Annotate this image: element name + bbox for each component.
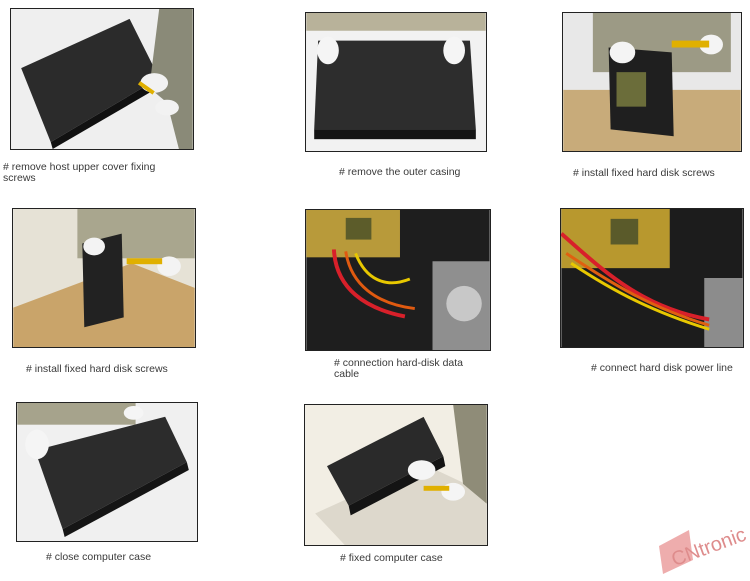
step-5-caption: # connection hard-disk data cable — [334, 357, 463, 380]
step-7-caption: # close computer case — [46, 551, 152, 563]
step-4-caption: # install fixed hard disk screws — [26, 363, 168, 375]
step-4-image — [13, 209, 195, 347]
brand-logo-text: CNtronic — [669, 524, 747, 571]
brand-logo-icon: CNtronic — [659, 524, 749, 574]
step-5-photo — [305, 209, 491, 351]
step-1-image — [11, 9, 193, 149]
step-6-caption: # connect hard disk power line — [591, 362, 733, 374]
step-2-caption: # remove the outer casing — [339, 166, 461, 178]
step-3-photo — [562, 12, 742, 152]
step-2-photo — [305, 12, 487, 152]
step-1-photo — [10, 8, 194, 150]
step-8-image — [305, 405, 487, 545]
step-6-image — [561, 209, 743, 347]
step-3-image — [563, 13, 741, 151]
step-8-caption: # fixed computer case — [340, 552, 443, 564]
step-2-image — [306, 13, 486, 151]
step-6-photo — [560, 208, 744, 348]
step-7-photo — [16, 402, 198, 542]
step-8-photo — [304, 404, 488, 546]
step-4-photo — [12, 208, 196, 348]
brand-watermark-logo: CNtronic — [655, 516, 749, 576]
step-7-image — [17, 403, 197, 541]
step-3-caption: # install fixed hard disk screws — [573, 167, 715, 179]
step-1-caption: # remove host upper cover fixing screws — [3, 161, 156, 184]
step-5-image — [306, 210, 490, 350]
